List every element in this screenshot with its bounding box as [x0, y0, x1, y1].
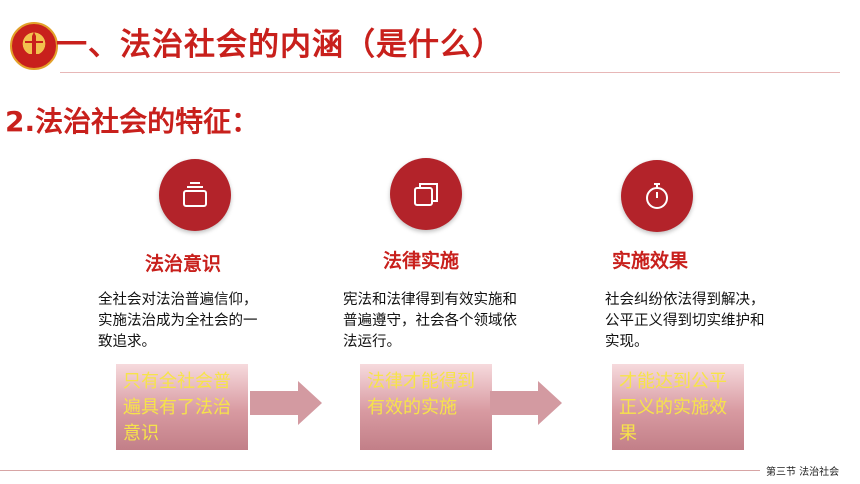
result-text-awareness: 只有全社会普遍具有了法治意识 — [123, 371, 231, 444]
result-box-implementation: 法律才能得到有效的实施 — [360, 364, 492, 450]
page-title: 一、法治社会的内涵（是什么） — [56, 27, 504, 63]
copy-icon — [390, 158, 462, 230]
arrow-right-icon — [250, 381, 322, 425]
card-stack-icon — [159, 159, 231, 231]
feature-desc-awareness: 全社会对法治普遍信仰，实施法治成为全社会的一致追求。 — [98, 292, 258, 350]
feature-title-awareness: 法治意识 — [145, 253, 222, 275]
stopwatch-icon — [621, 160, 693, 232]
national-emblem-icon — [10, 22, 58, 70]
result-box-effect: 才能达到公平正义的实施效果 — [612, 364, 744, 450]
feature-desc-implementation: 宪法和法律得到有效实施和普遍遵守，社会各个领域依法运行。 — [343, 292, 517, 350]
section-heading: 2.法治社会的特征： — [5, 105, 260, 138]
title-divider — [60, 72, 840, 73]
footer-divider — [0, 470, 760, 471]
arrow-right-icon — [490, 381, 562, 425]
feature-desc-effect: 社会纠纷依法得到解决，公平正义得到切实维护和实现。 — [605, 292, 765, 350]
footer-section-label: 第三节 法治社会 — [766, 467, 840, 478]
feature-title-effect: 实施效果 — [612, 250, 689, 272]
feature-title-implementation: 法律实施 — [383, 250, 460, 272]
result-text-implementation: 法律才能得到有效的实施 — [367, 371, 475, 418]
result-text-effect: 才能达到公平正义的实施效果 — [619, 371, 727, 444]
result-box-awareness: 只有全社会普遍具有了法治意识 — [116, 364, 248, 450]
